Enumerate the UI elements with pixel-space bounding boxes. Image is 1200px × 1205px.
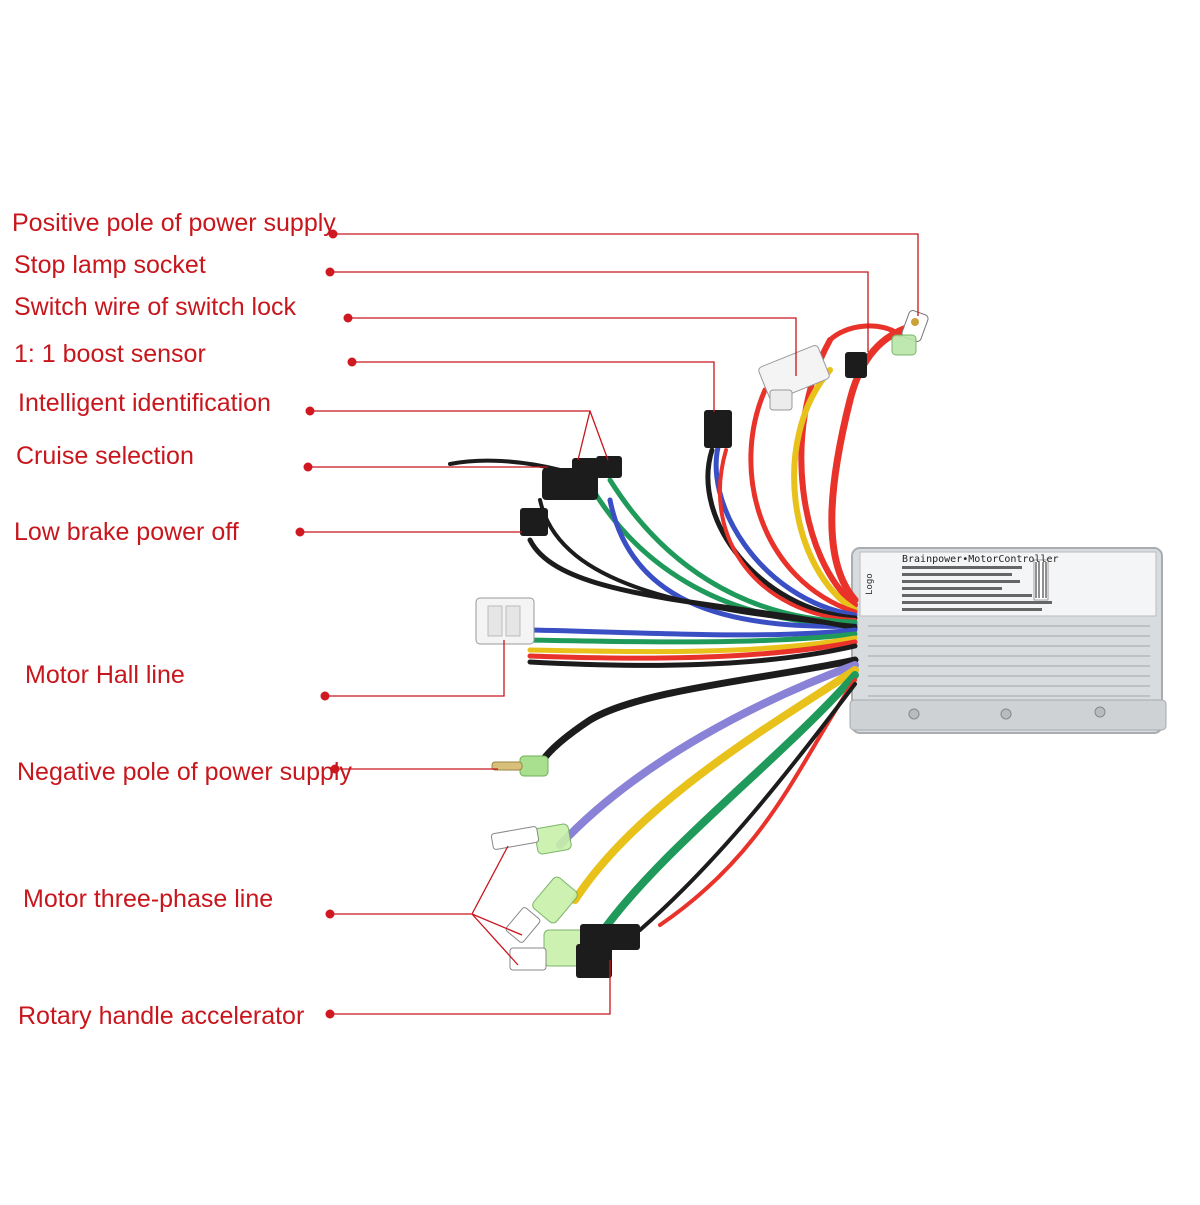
leader-lines — [300, 233, 919, 1015]
boost-sensor-connector — [704, 410, 732, 448]
label-low-brake: Low brake power off — [14, 518, 239, 546]
throttle-connector-bottom — [576, 944, 612, 978]
leader-three-phase — [330, 845, 523, 966]
hall-connector — [475, 597, 535, 645]
label-cruise-selection: Cruise selection — [16, 442, 194, 470]
red-power-wire — [828, 321, 919, 604]
dot-positive — [328, 229, 338, 239]
label-stop-lamp-socket: Stop lamp socket — [14, 251, 206, 279]
dot-boost — [347, 357, 357, 367]
dot-switch-wire — [343, 313, 353, 323]
leader-rotary — [330, 960, 611, 1015]
phase-terminal-2 — [505, 876, 578, 943]
black-cruise-wire — [448, 458, 562, 472]
label-negative-pole: Negative pole of power supply — [17, 758, 352, 786]
phase-green-wire — [596, 671, 859, 939]
leader-ident — [310, 410, 609, 461]
leader-dots — [295, 229, 357, 1019]
dot-hall — [320, 691, 330, 701]
hall-blue-wire — [527, 627, 858, 638]
dot-low-brake — [295, 527, 305, 537]
dot-three-phase — [325, 909, 335, 919]
phase-purple-wire — [556, 661, 859, 849]
leader-stop-lamp — [330, 271, 869, 352]
phase-yellow-wire — [571, 666, 859, 904]
leader-switch-wire — [348, 317, 797, 376]
dot-stop-lamp — [325, 267, 335, 277]
label-motor-hall: Motor Hall line — [25, 661, 185, 689]
positive-terminal — [901, 310, 929, 342]
dot-rotary — [325, 1009, 335, 1019]
leader-boost — [352, 361, 715, 412]
blue-boost-wire — [713, 437, 858, 618]
wire-bundle — [448, 321, 919, 939]
yellow-switch-wire — [791, 367, 858, 613]
negative-terminal — [491, 755, 549, 777]
controller-title-text: Brainpower•MotorController — [902, 554, 1059, 565]
svg-text:Logo: Logo — [865, 573, 875, 595]
stop-lamp-connector — [845, 352, 867, 378]
ident-connector-2 — [596, 456, 622, 478]
dot-negative — [330, 764, 340, 774]
label-switch-wire: Switch wire of switch lock — [14, 293, 297, 321]
switch-lock-connector — [758, 345, 830, 411]
label-rotary-handle: Rotary handle accelerator — [18, 1002, 305, 1030]
throttle-connector-top — [580, 924, 640, 950]
connectors — [475, 310, 929, 978]
low-brake-connector — [520, 508, 548, 536]
black-brake-wire — [527, 537, 858, 631]
dot-ident — [305, 406, 315, 416]
handle-red-wire — [658, 678, 857, 927]
phase-terminal-3 — [509, 929, 585, 971]
label-positive-pole: Positive pole of power supply — [12, 209, 336, 237]
label-boost-sensor: 1: 1 boost sensor — [14, 340, 206, 368]
controller-box: Logo Brainpower•MotorController — [849, 547, 1167, 734]
phase-terminal-1 — [490, 823, 572, 855]
label-three-phase: Motor three-phase line — [23, 885, 274, 913]
leader-hall — [325, 640, 505, 697]
label-intelligent-identification: Intelligent identification — [18, 389, 271, 417]
dot-cruise — [303, 462, 313, 472]
green-sleeve — [891, 334, 917, 356]
leader-positive — [333, 233, 919, 316]
negative-black-wire — [536, 656, 859, 769]
cruise-connector — [542, 468, 598, 500]
